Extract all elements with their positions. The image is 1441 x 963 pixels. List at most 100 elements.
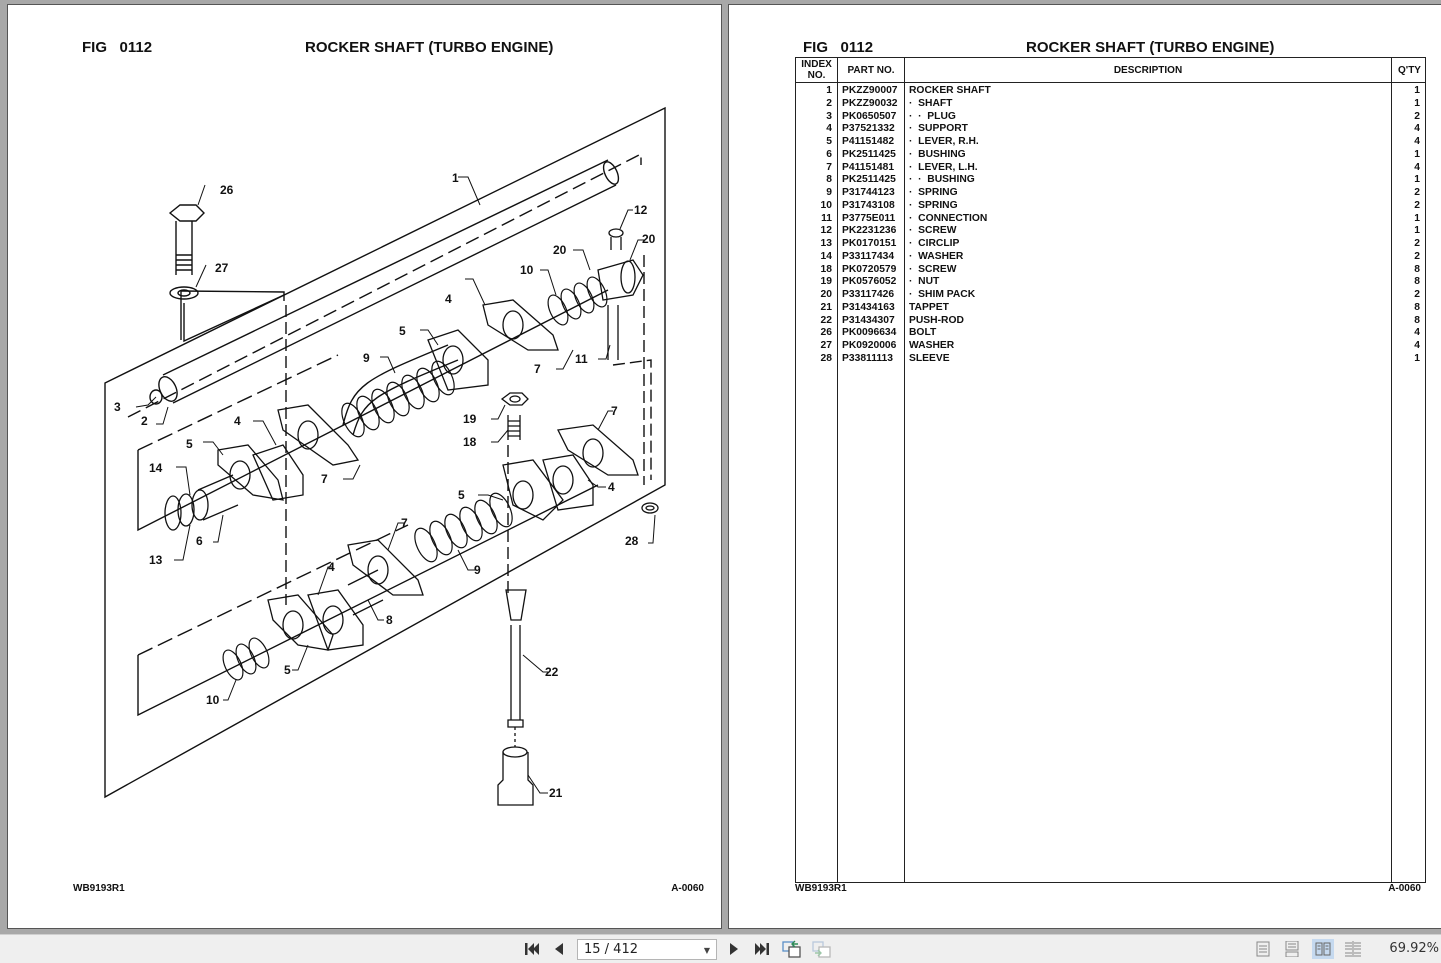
callout-10a[interactable]: 10 [520, 263, 534, 277]
callout-12[interactable]: 12 [634, 203, 648, 217]
view-continuous-facing-button[interactable] [1342, 939, 1364, 959]
cell-part-no: PK0170151 [842, 238, 897, 249]
cell-part-no: PK0920006 [842, 340, 897, 351]
cell-qty: 4 [1414, 136, 1420, 147]
callout-6[interactable]: 6 [196, 534, 203, 548]
callout-13[interactable]: 13 [149, 553, 163, 567]
cell-description: · LEVER, R.H. [909, 136, 979, 147]
header-qty: Q'TY [1398, 64, 1421, 76]
column-divider [1391, 58, 1392, 882]
page-indicator: 15 / 412 [584, 942, 638, 957]
cell-description: · BUSHING [909, 148, 966, 160]
view-continuous-button[interactable] [1281, 939, 1303, 959]
callout-9b[interactable]: 9 [474, 563, 481, 577]
single-page-icon [1256, 941, 1270, 957]
callout-1[interactable]: 1 [452, 171, 459, 185]
callout-26[interactable]: 26 [220, 183, 234, 197]
shaft-end [158, 376, 178, 402]
next-page-button[interactable] [726, 939, 742, 959]
first-page-button[interactable] [522, 939, 542, 959]
callout-4b[interactable]: 4 [445, 292, 452, 306]
cell-part-no: PK2511425 [842, 174, 896, 186]
cell-part-no: P3775E011 [842, 212, 896, 224]
cell-part-no: PK2231236 [842, 225, 897, 237]
next-view-button[interactable] [811, 939, 833, 959]
fig-label-text: FIG [82, 39, 107, 56]
callout-28[interactable]: 28 [625, 534, 639, 548]
callout-19[interactable]: 19 [463, 412, 477, 426]
callout-27[interactable]: 27 [215, 261, 229, 275]
callout-14[interactable]: 14 [149, 461, 163, 475]
callout-22[interactable]: 22 [545, 665, 559, 679]
callout-5c[interactable]: 5 [458, 488, 465, 502]
next-view-icon [812, 941, 831, 958]
previous-view-button[interactable] [781, 939, 803, 959]
cell-part-no: PK0096634 [842, 327, 897, 339]
callout-3[interactable]: 3 [114, 400, 121, 414]
cell-part-no: P31743108 [842, 199, 895, 211]
callout-10b[interactable]: 10 [206, 693, 220, 707]
cell-qty: 4 [1414, 123, 1420, 135]
callout-20b[interactable]: 20 [642, 232, 656, 246]
cell-index: 28 [820, 352, 832, 364]
view-facing-button[interactable] [1312, 939, 1334, 959]
callout-4a[interactable]: 4 [234, 414, 241, 428]
cell-index: 3 [826, 110, 832, 122]
previous-view-icon [782, 940, 801, 958]
callout-2[interactable]: 2 [141, 414, 148, 428]
assembly-frame [104, 106, 666, 799]
cell-qty: 2 [1414, 238, 1420, 249]
cell-part-no: P31434307 [842, 314, 895, 326]
cell-index: 13 [820, 238, 832, 249]
callout-11[interactable]: 11 [575, 352, 588, 366]
previous-page-button[interactable] [551, 939, 567, 959]
callout-21[interactable]: 21 [549, 786, 563, 800]
view-single-page-button[interactable] [1252, 939, 1274, 959]
bolt [168, 204, 205, 222]
callout-5a[interactable]: 5 [186, 437, 193, 451]
callout-4d[interactable]: 4 [328, 560, 335, 574]
callout-5b[interactable]: 5 [399, 324, 406, 338]
cell-description: · · PLUG [909, 110, 956, 122]
figure-title: ROCKER SHAFT (TURBO ENGINE) [1026, 39, 1275, 56]
callout-7b[interactable]: 7 [534, 362, 541, 376]
cell-description: · CIRCLIP [909, 238, 960, 249]
zoom-level[interactable]: 69.92% [1389, 941, 1439, 956]
fig-number: 0112 [840, 39, 874, 56]
footer-doc-code: WB9193R1 [795, 883, 847, 894]
page-number-select[interactable]: 15 / 412 ▼ [577, 939, 717, 960]
cell-qty: 2 [1414, 199, 1420, 211]
callout-8[interactable]: 8 [386, 613, 393, 627]
callout-5d[interactable]: 5 [284, 663, 291, 677]
callout-9a[interactable]: 9 [363, 351, 370, 365]
previous-page-icon [555, 943, 563, 955]
cell-qty: 1 [1414, 212, 1420, 224]
cell-qty: 4 [1414, 340, 1420, 351]
callout-20a[interactable]: 20 [553, 243, 567, 257]
callout-18[interactable]: 18 [463, 435, 477, 449]
last-page-button[interactable] [752, 939, 772, 959]
fig-label: FIG 0112 [803, 39, 873, 56]
cell-qty: 1 [1414, 352, 1420, 364]
callout-4c[interactable]: 4 [608, 480, 615, 494]
callout-7a[interactable]: 7 [321, 472, 328, 486]
callout-7d[interactable]: 7 [401, 516, 408, 530]
cell-index: 20 [820, 289, 832, 300]
header-description: DESCRIPTION [1113, 64, 1183, 76]
left-page: FIG 0112 ROCKER SHAFT (TURBO ENGINE) [7, 4, 722, 929]
cell-description: · SUPPORT [909, 123, 968, 135]
cell-description: · · BUSHING [909, 174, 975, 186]
callout-7c[interactable]: 7 [611, 404, 618, 418]
cell-index: 12 [820, 225, 832, 237]
